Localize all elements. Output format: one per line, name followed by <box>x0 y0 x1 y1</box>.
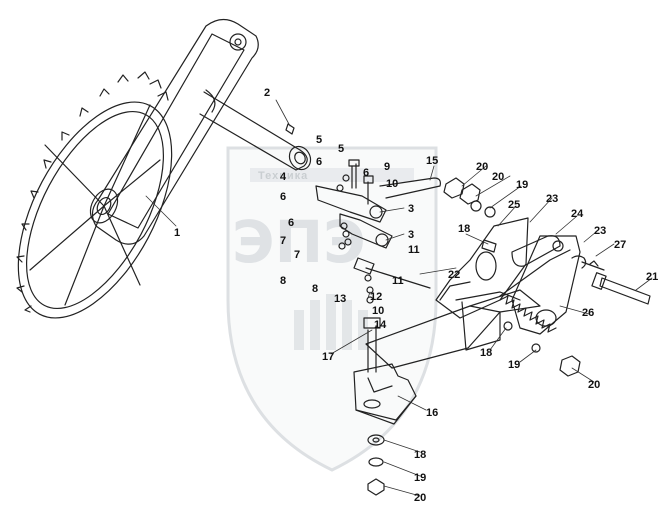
callout-part-6c[interactable]: 6 <box>280 191 286 203</box>
callout-part-20d[interactable]: 20 <box>414 492 426 504</box>
callout-part-6b[interactable]: 6 <box>363 167 369 179</box>
callout-part-23a[interactable]: 23 <box>546 193 558 205</box>
callout-part-9[interactable]: 9 <box>384 161 390 173</box>
callout-part-18a[interactable]: 18 <box>458 223 470 235</box>
callout-part-8a[interactable]: 8 <box>280 275 286 287</box>
callout-part-10b[interactable]: 10 <box>372 305 384 317</box>
leader-lines <box>145 99 653 497</box>
spring-frame-assembly <box>435 217 605 335</box>
callout-part-20b[interactable]: 20 <box>492 171 504 183</box>
callout-part-11b[interactable]: 11 <box>392 275 404 287</box>
callout-part-10a[interactable]: 10 <box>386 178 398 190</box>
drawing-lines <box>16 18 653 497</box>
main-frame-beam <box>365 281 541 369</box>
callout-part-15[interactable]: 15 <box>426 155 438 167</box>
callout-part-18b[interactable]: 18 <box>480 347 492 359</box>
watermark-wheat-icon <box>294 294 368 350</box>
axle-tube <box>199 89 312 171</box>
callout-part-24[interactable]: 24 <box>571 208 584 220</box>
coil-spring <box>499 249 571 333</box>
callout-part-16[interactable]: 16 <box>426 407 438 419</box>
callout-part-6d[interactable]: 6 <box>288 217 294 229</box>
callout-part-17[interactable]: 17 <box>322 351 334 363</box>
brackets <box>315 185 393 275</box>
callout-part-18c[interactable]: 18 <box>414 449 426 461</box>
callout-labels: 1 2 3 3 4 5 5 6 6 6 6 7 7 8 8 9 10 10 11… <box>174 87 658 504</box>
callout-part-14[interactable]: 14 <box>374 319 387 331</box>
callout-part-23b[interactable]: 23 <box>594 225 606 237</box>
callout-part-12[interactable]: 12 <box>370 291 382 303</box>
callout-part-11a[interactable]: 11 <box>408 244 420 256</box>
watermark-logo-letters: ЭПЭ <box>232 208 366 276</box>
spiked-wheel <box>16 71 173 319</box>
callout-part-1[interactable]: 1 <box>174 227 180 239</box>
callout-part-22[interactable]: 22 <box>448 269 460 281</box>
callout-part-7a[interactable]: 7 <box>280 235 286 247</box>
callout-part-6a[interactable]: 6 <box>316 156 322 168</box>
callout-part-21[interactable]: 21 <box>646 271 658 283</box>
callout-part-5a[interactable]: 5 <box>316 134 322 146</box>
watermark-brand-text: Техника <box>258 170 308 182</box>
chain-case-arm <box>91 18 259 245</box>
callout-part-26[interactable]: 26 <box>582 307 594 319</box>
callout-part-19a[interactable]: 19 <box>516 179 528 191</box>
callout-part-8b[interactable]: 8 <box>312 283 318 295</box>
callout-part-20c[interactable]: 20 <box>588 379 600 391</box>
hardware-fasteners <box>336 159 497 304</box>
callout-part-25[interactable]: 25 <box>508 199 520 211</box>
callout-part-4[interactable]: 4 <box>280 171 287 183</box>
callout-part-5b[interactable]: 5 <box>338 143 344 155</box>
callout-part-19b[interactable]: 19 <box>508 359 520 371</box>
callout-part-27[interactable]: 27 <box>614 239 626 251</box>
callout-part-13[interactable]: 13 <box>334 293 346 305</box>
clamp-bracket <box>353 317 417 425</box>
callout-part-3a[interactable]: 3 <box>408 203 414 215</box>
watermark-logo: Техника ЭПЭ <box>226 146 438 472</box>
callout-part-19c[interactable]: 19 <box>414 472 426 484</box>
callout-part-7b[interactable]: 7 <box>294 249 300 261</box>
bottom-fastener-stack <box>367 434 385 496</box>
callout-part-3b[interactable]: 3 <box>408 229 414 241</box>
callout-part-2[interactable]: 2 <box>264 87 270 99</box>
callout-part-20a[interactable]: 20 <box>476 161 488 173</box>
